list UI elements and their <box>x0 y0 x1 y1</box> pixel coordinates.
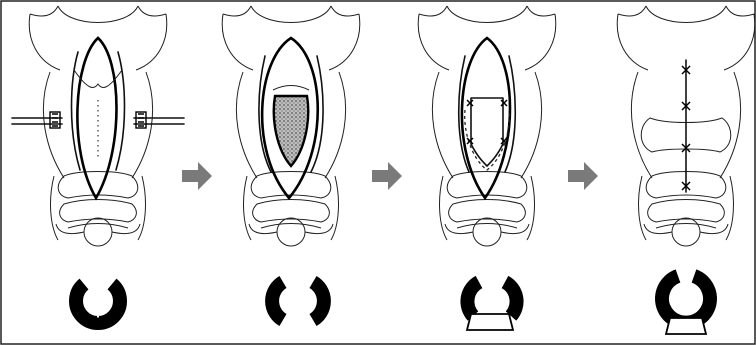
panel-3 <box>418 6 556 330</box>
cartilage-ring-closed <box>662 276 710 323</box>
cartilage-ring-halves <box>272 282 283 320</box>
retractor-left-icon <box>12 112 62 128</box>
suture-marks <box>467 100 507 144</box>
closed-graft-pad-icon <box>666 318 706 334</box>
graft-sutured-icon <box>471 98 503 166</box>
panel-1 <box>12 6 184 323</box>
step-arrow-3 <box>568 162 598 190</box>
step-arrow-1 <box>182 162 212 190</box>
graft-pad-icon <box>467 314 513 330</box>
panel-4 <box>617 6 755 334</box>
retractor-right-icon <box>134 112 184 128</box>
laryngofissure-outline <box>77 38 116 198</box>
step-arrow-2 <box>372 162 402 190</box>
cartilage-ring-with-graft <box>467 282 479 316</box>
graft-in-opening-icon <box>274 96 308 166</box>
panel-2 <box>222 6 360 320</box>
